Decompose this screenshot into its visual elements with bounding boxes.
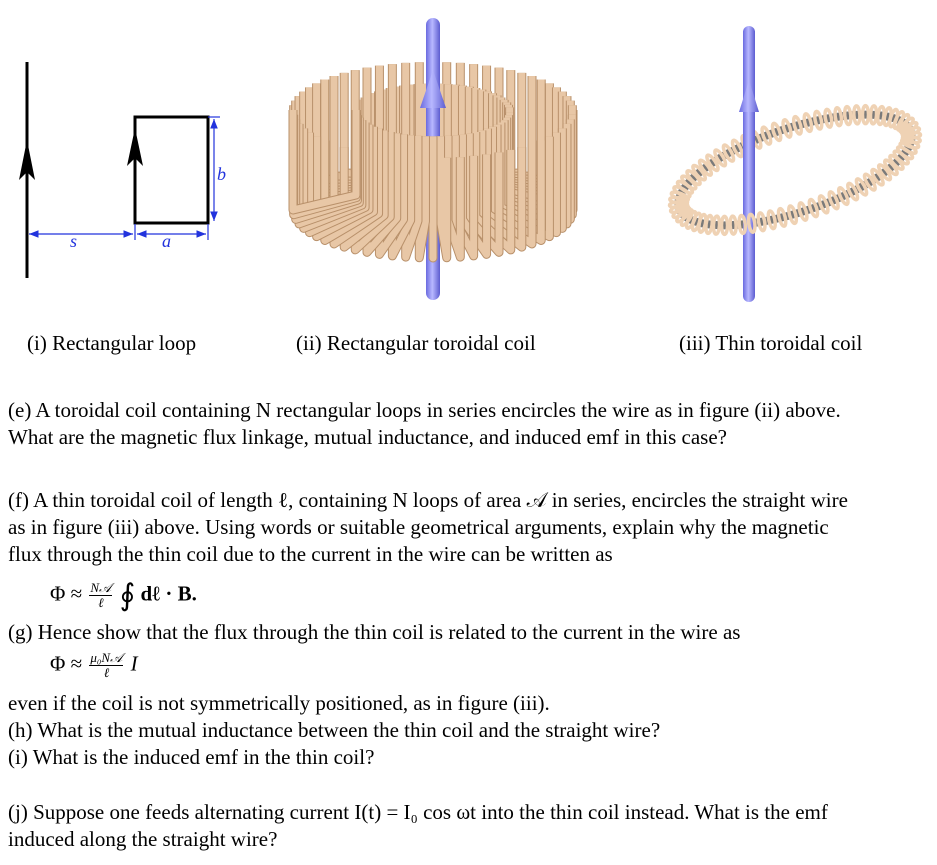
eq2-numerator: μ₀N𝒜 <box>89 650 124 666</box>
eq2-lhs: Φ ≈ <box>50 651 83 676</box>
eq1-rhs: dℓ · B. <box>140 581 197 606</box>
thin-coil-front <box>671 130 923 237</box>
thin-coil-turn <box>807 197 820 219</box>
thin-coil-turn <box>713 148 728 168</box>
eq1-integral: ∮ <box>119 579 136 612</box>
caption-iii: (iii) Thin toroidal coil <box>679 331 863 355</box>
question-g-continued: even if the coil is not symmetrically po… <box>8 691 550 715</box>
question-f: (f) A thin toroidal coil of length ℓ, co… <box>8 487 848 568</box>
thin-coil-turn <box>756 211 767 233</box>
eq1-numerator: N𝒜 <box>89 580 113 596</box>
thin-coil-turn <box>746 212 757 234</box>
thin-coil-turn <box>852 104 862 126</box>
question-f-line3: flux through the thin coil due to the cu… <box>8 542 613 566</box>
coil-turn <box>436 136 452 263</box>
wire-current-arrow <box>19 140 35 180</box>
eq1-lhs: Φ ≈ <box>50 581 83 606</box>
thin-coil-turn <box>791 114 803 136</box>
thin-coil-turn <box>730 138 744 159</box>
thin-coil-turn <box>781 118 793 139</box>
coil-turn <box>488 126 546 245</box>
question-j-line2: induced along the straight wire? <box>8 827 278 851</box>
thin-coil-turn <box>719 214 730 237</box>
thin-coil-turn <box>860 103 871 126</box>
loop-current-arrow <box>127 128 143 166</box>
question-f-line1: (f) A thin toroidal coil of length ℓ, co… <box>8 488 848 512</box>
thin-coil-turn <box>737 213 748 236</box>
label-b: b <box>217 164 226 184</box>
thin-coil-turn <box>760 125 773 146</box>
thin-coil-turn <box>691 163 708 182</box>
rect-loop <box>133 115 210 225</box>
question-j-line1: (j) Suppose one feeds alternating curren… <box>8 800 828 824</box>
thin-coil-turn <box>823 107 834 129</box>
thin-coil-turn <box>817 194 830 215</box>
question-f-line2: as in figure (iii) above. Using words or… <box>8 515 829 539</box>
thin-coil-turn <box>862 172 877 192</box>
question-e-line1: (e) A toroidal coil containing N rectang… <box>8 398 841 422</box>
thin-coil-turn <box>846 181 860 202</box>
thin-coil-turn <box>697 158 714 177</box>
thin-coil-turn <box>842 104 853 127</box>
thin-coil-turn <box>802 112 814 134</box>
thin-wire <box>743 26 755 302</box>
question-e: (e) A toroidal coil containing N rectang… <box>8 397 841 451</box>
thin-coil-turn <box>876 163 893 182</box>
caption-i: (i) Rectangular loop <box>27 331 197 355</box>
thin-coil-turn <box>766 209 778 231</box>
thin-coil-turn <box>797 201 809 222</box>
eq2-fraction: μ₀N𝒜 ℓ <box>89 650 124 680</box>
thin-coil-turn <box>833 106 844 128</box>
eq2-rhs: I <box>130 651 138 676</box>
toroid-front-turns <box>288 110 577 263</box>
figure-rectangular-loop: s a b <box>19 62 226 278</box>
thin-coil-turn <box>770 121 783 143</box>
thin-coil-turn <box>870 167 885 187</box>
thin-coil-turn <box>705 153 720 173</box>
caption-ii: (ii) Rectangular toroidal coil <box>296 331 536 355</box>
thin-coil-turn <box>728 214 738 236</box>
label-s: s <box>70 231 77 251</box>
eq2-denominator: ℓ <box>103 665 110 680</box>
label-a: a <box>162 231 171 251</box>
thin-coil-turn <box>812 109 824 131</box>
thin-coil-turn <box>721 143 736 163</box>
question-j: (j) Suppose one feeds alternating curren… <box>8 799 828 853</box>
thin-wire-arrow <box>739 80 759 112</box>
coil-turn <box>288 110 361 215</box>
eq1-denominator: ℓ <box>98 595 104 610</box>
thin-coil-turn <box>671 204 691 220</box>
thin-coil-turn <box>882 158 899 177</box>
thin-coil-turn <box>827 190 840 211</box>
figure-thin-toroid <box>667 26 923 302</box>
thin-coil-turn <box>787 204 799 226</box>
question-h: (h) What is the mutual inductance betwee… <box>8 718 661 742</box>
thin-coil-turn <box>836 186 850 207</box>
equation-flux-current: Φ ≈ μ₀N𝒜 ℓ I <box>50 651 138 680</box>
thin-coil-turn <box>854 177 869 197</box>
question-i: (i) What is the induced emf in the thin … <box>8 745 375 769</box>
question-g: (g) Hence show that the flux through the… <box>8 620 741 644</box>
coil-turn <box>320 126 378 245</box>
eq1-fraction: N𝒜 ℓ <box>89 580 113 610</box>
question-e-line2: What are the magnetic flux linkage, mutu… <box>8 425 727 449</box>
toroid-wire-arrow <box>420 70 446 108</box>
figure-rectangular-toroid <box>288 18 578 300</box>
coil-turn <box>329 128 384 249</box>
thin-coil-turn <box>776 206 788 228</box>
equation-flux-integral: Φ ≈ N𝒜 ℓ ∮ dℓ · B. <box>50 578 197 613</box>
